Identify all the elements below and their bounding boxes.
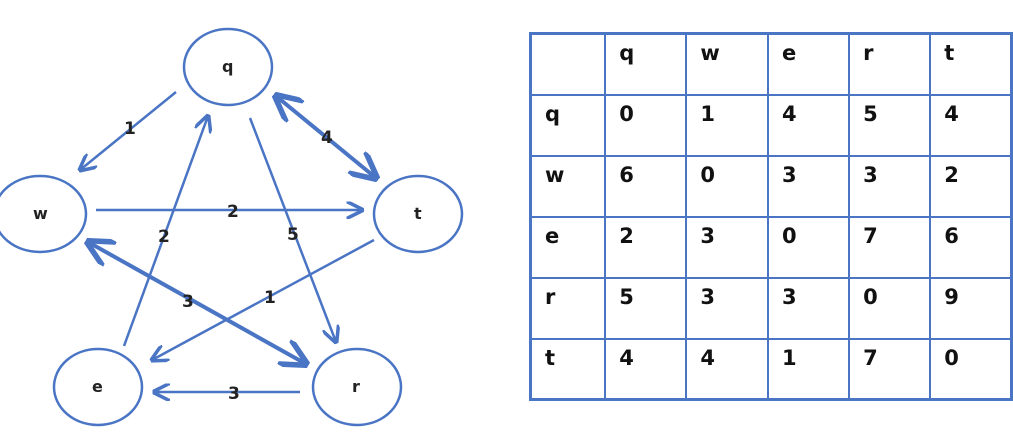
table-row: r 5 3 3 0 9 xyxy=(529,276,1013,340)
table-cell: 5 xyxy=(848,93,932,157)
table-row: t 4 4 1 7 0 xyxy=(529,337,1013,401)
column-header: r xyxy=(848,32,932,96)
graph-diagram: 1 4 2 5 2 3 1 3 q w t e xyxy=(0,27,464,427)
edge-label: 2 xyxy=(227,202,239,222)
table-cell: 3 xyxy=(767,154,851,218)
edge-label: 3 xyxy=(228,384,240,404)
edge-q-r: 5 xyxy=(248,117,336,342)
node-label: t xyxy=(414,204,422,223)
table-row: q 0 1 4 5 4 xyxy=(529,93,1013,157)
distance-table: q w e r t q 0 1 4 5 4 w 6 0 3 3 2 e 2 3 … xyxy=(529,32,1013,401)
table-cell: 4 xyxy=(685,337,770,401)
table-cell: 7 xyxy=(848,337,932,401)
table-header-row: q w e r t xyxy=(529,32,1013,96)
edge-w-t: 2 xyxy=(96,202,362,222)
edge-e-q: 2 xyxy=(122,116,208,347)
table-cell: 1 xyxy=(685,93,770,157)
edge-t-e: 1 xyxy=(152,238,375,360)
node-t: t xyxy=(372,174,464,254)
node-label: w xyxy=(33,204,48,223)
table-cell: 4 xyxy=(929,93,1013,157)
table-cell: 0 xyxy=(767,215,851,279)
table-cell: 6 xyxy=(604,154,688,218)
table-cell: 5 xyxy=(604,276,688,340)
column-header: e xyxy=(767,32,851,96)
edge-r-e: 3 xyxy=(154,384,300,404)
column-header: q xyxy=(604,32,688,96)
table-cell: 2 xyxy=(604,215,688,279)
edge-label: 3 xyxy=(182,292,194,312)
node-label: r xyxy=(352,377,360,396)
table-cell: 3 xyxy=(685,276,770,340)
table-cell: 0 xyxy=(848,276,932,340)
adjacency-matrix: q w e r t q 0 1 4 5 4 w 6 0 3 3 2 e 2 3 … xyxy=(529,32,1013,401)
table-row: w 6 0 3 3 2 xyxy=(529,154,1013,218)
row-header: w xyxy=(529,154,607,218)
table-cell: 0 xyxy=(685,154,770,218)
row-header: q xyxy=(529,93,607,157)
corner-cell xyxy=(529,32,607,96)
edge-q-w: 1 xyxy=(80,91,177,170)
table-cell: 9 xyxy=(929,276,1013,340)
edge-label: 5 xyxy=(287,225,299,245)
column-header: t xyxy=(929,32,1013,96)
table-cell: 3 xyxy=(848,154,932,218)
edge-label: 4 xyxy=(321,128,333,148)
column-header: w xyxy=(685,32,770,96)
table-cell: 1 xyxy=(767,337,851,401)
table-cell: 0 xyxy=(929,337,1013,401)
node-r: r xyxy=(311,347,403,427)
edge-label: 2 xyxy=(158,227,170,247)
node-e: e xyxy=(52,347,144,427)
node-label: e xyxy=(92,377,103,396)
table-cell: 2 xyxy=(929,154,1013,218)
row-header: r xyxy=(529,276,607,340)
table-cell: 4 xyxy=(604,337,688,401)
row-header: e xyxy=(529,215,607,279)
edge-label: 1 xyxy=(124,119,136,139)
edge-w-r: 3 xyxy=(88,242,306,364)
table-cell: 3 xyxy=(685,215,770,279)
node-w: w xyxy=(0,174,88,254)
table-cell: 0 xyxy=(604,93,688,157)
table-cell: 6 xyxy=(929,215,1013,279)
table-row: e 2 3 0 7 6 xyxy=(529,215,1013,279)
table-cell: 7 xyxy=(848,215,932,279)
table-cell: 3 xyxy=(767,276,851,340)
row-header: t xyxy=(529,337,607,401)
edge-label: 1 xyxy=(264,288,276,308)
edge-q-t: 4 xyxy=(276,96,376,178)
node-label: q xyxy=(222,57,233,76)
table-cell: 4 xyxy=(767,93,851,157)
node-q: q xyxy=(182,27,274,107)
